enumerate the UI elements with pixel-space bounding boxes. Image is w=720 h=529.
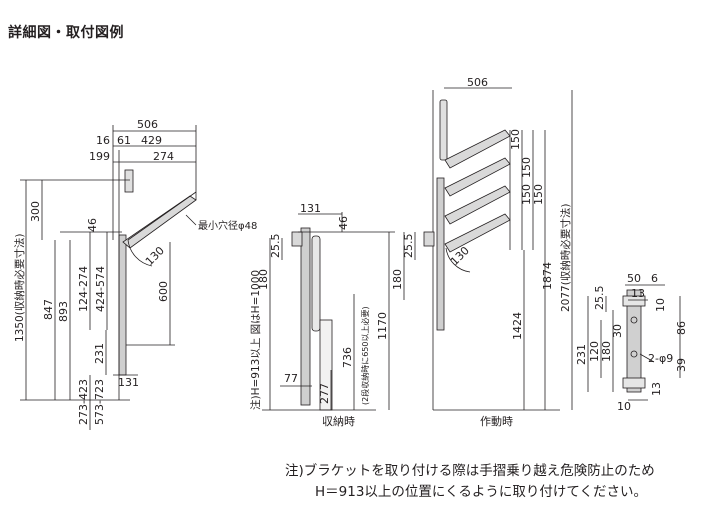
fig1-label-600: 600	[157, 281, 170, 302]
fig1-label-131: 131	[118, 376, 139, 389]
fig2-label-side-note: (2段収納時に650以上必要)	[360, 306, 370, 405]
fig1-label-424: 424-574	[94, 266, 107, 312]
fig1-label-300: 300	[29, 201, 42, 222]
fig4-label-231: 231	[575, 344, 588, 365]
fig1-label-16: 16	[96, 134, 110, 147]
fig4-label-10b: 10	[617, 400, 631, 413]
fig2-label-25: 25.5	[269, 234, 282, 259]
fig2-folded-arm	[311, 235, 321, 332]
fig1-label-573: 573-723	[93, 379, 106, 425]
fig3-label-25: 25.5	[402, 234, 415, 259]
footnote-line-2: H＝913以上の位置にくるように取り付けてください。	[315, 484, 647, 500]
fig4-label-86: 86	[675, 321, 688, 335]
fig1-label-hole: 最小穴径φ48	[198, 219, 257, 232]
fig1-label-61: 61	[117, 134, 131, 147]
fig2-label-46: 46	[337, 216, 350, 230]
fig3-bracket	[423, 231, 435, 247]
fig3-label-1424: 1424	[511, 312, 524, 340]
fig3-label-150-1: 150	[509, 129, 522, 150]
fig2-label-277: 277	[318, 383, 331, 404]
figure-2: 131 46 25.5 180 注)H=913以上 図はH=1000 1170 …	[249, 202, 395, 428]
fig2-label-note: 注)H=913以上 図はH=1000	[249, 270, 262, 410]
figure-3: 506 150 150 150 150 25.5 180 130 1424 18…	[391, 76, 573, 428]
fig4-label-50: 50	[627, 272, 641, 285]
fig4-label-6: 6	[651, 272, 658, 285]
figure-1: 506 16 61 429 199 274 最小穴径φ48 1350(収納時必要…	[13, 118, 257, 430]
fig3-label-2077: 2077(収納時必要寸法)	[559, 204, 572, 312]
fig3-label-150-2: 150	[520, 157, 533, 178]
fig4-label-13b: 13	[650, 382, 663, 396]
fig2-bracket	[291, 231, 303, 247]
fig1-label-46: 46	[86, 218, 99, 232]
fig1-label-506: 506	[137, 118, 158, 131]
fig4-hole-1	[630, 316, 638, 324]
footnote-line-1: 注)ブラケットを取り付ける際は手摺乗り越え危険防止のため	[285, 463, 655, 479]
fig1-label-847: 847	[42, 299, 55, 320]
fig2-label-180: 180	[257, 269, 270, 290]
fig4-bracket-plate	[626, 289, 642, 393]
fig1-label-124: 124-274	[77, 266, 90, 312]
fig2-caption: 収納時	[322, 415, 355, 428]
fig3-label-506: 506	[467, 76, 488, 89]
fig3-label-150-4: 150	[532, 184, 545, 205]
fig3-label-180: 180	[391, 269, 404, 290]
fig1-label-893: 893	[57, 301, 70, 322]
fig3-label-1874: 1874	[541, 262, 554, 290]
fig2-label-131: 131	[300, 202, 321, 215]
fig4-label-13: 13	[631, 287, 645, 300]
fig2-label-77: 77	[284, 372, 298, 385]
fig1-label-274: 274	[153, 150, 174, 163]
fig3-post	[436, 177, 445, 331]
page-title: 詳細図・取付図例	[8, 25, 124, 41]
fig3-caption: 作動時	[480, 414, 513, 428]
fig1-label-199: 199	[89, 150, 110, 163]
fig4-bottom-flange	[622, 377, 646, 389]
fig3-label-150-3: 150	[520, 184, 533, 205]
fig4-hole-2	[630, 350, 638, 358]
fig4-label-hole: 2-φ9	[648, 352, 673, 365]
fig4-hole-leader	[639, 353, 655, 363]
fig3-arc	[445, 247, 471, 273]
fig1-arm	[122, 195, 197, 249]
fig4-label-39: 39	[675, 358, 688, 372]
fig2-post	[300, 227, 311, 406]
fig1-hole-leader	[185, 214, 197, 226]
fig4-label-30: 30	[611, 324, 624, 338]
fig1-label-231: 231	[93, 343, 106, 364]
fig1-arm-edge	[127, 191, 197, 241]
fig2-label-1170: 1170	[376, 312, 389, 340]
fig3-top-bar	[439, 99, 448, 161]
fig1-label-1350: 1350(収納時必要寸法)	[13, 234, 26, 342]
fig4-label-180: 180	[600, 341, 613, 362]
figure-4: 50 6 13 10 25.5 86 231 120 180 30 2-φ9 3…	[575, 272, 688, 413]
fig4-label-10: 10	[654, 298, 667, 312]
fig1-top-bar	[124, 169, 134, 193]
fig1-label-429: 429	[141, 134, 162, 147]
fig1-label-273: 273-423	[77, 379, 90, 425]
fig2-label-736: 736	[341, 347, 354, 368]
fig4-label-25: 25.5	[593, 286, 606, 311]
fig1-arc	[127, 239, 153, 267]
fig4-top-flange	[622, 295, 646, 307]
fig1-post	[118, 234, 127, 376]
fig4-label-120: 120	[588, 341, 601, 362]
